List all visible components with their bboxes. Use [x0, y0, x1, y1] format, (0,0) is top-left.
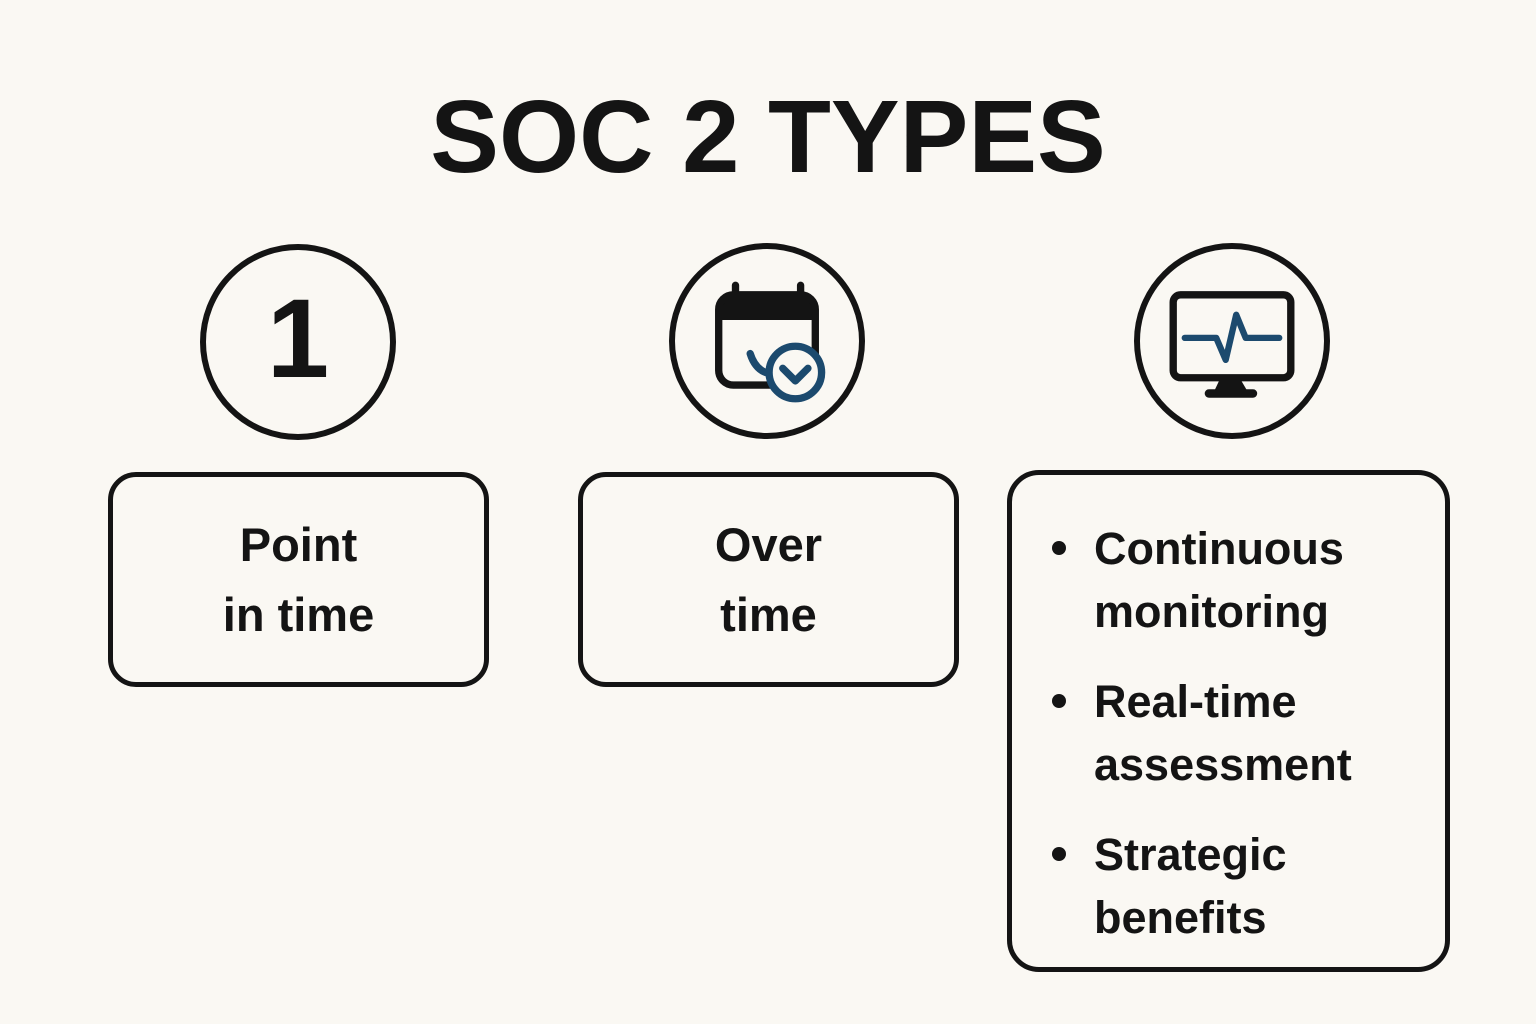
list-item: Real-time assessment [1048, 670, 1419, 796]
type2-card-line: time [720, 587, 817, 641]
type2-badge [669, 243, 865, 439]
bullet-text: Continuous monitoring [1094, 523, 1344, 637]
badge-number-1: 1 [266, 276, 330, 401]
monitor-pulse-icon [1169, 278, 1295, 404]
type1-card-line: Point [239, 517, 358, 571]
type1-number-badge: 1 [200, 244, 396, 440]
bullet-dot [1052, 847, 1066, 861]
bullet-dot [1052, 541, 1066, 555]
list-item: Strategic benefits [1048, 823, 1419, 949]
type2-card: Over time [578, 472, 959, 687]
bullet-dot [1052, 694, 1066, 708]
list-item: Continuous monitoring [1048, 517, 1419, 643]
page-title: SOC 2 TYPES [430, 79, 1106, 194]
type1-card: Point in time [108, 472, 489, 687]
type1-card-line: in time [222, 587, 375, 641]
type2-card-line: Over [714, 517, 823, 571]
type3-benefits-card: Continuous monitoring Real-time assessme… [1007, 470, 1450, 972]
type3-badge [1134, 243, 1330, 439]
calendar-check-icon [704, 278, 830, 404]
bullet-text: Real-time assessment [1094, 676, 1352, 790]
bullet-text: Strategic benefits [1094, 829, 1287, 943]
